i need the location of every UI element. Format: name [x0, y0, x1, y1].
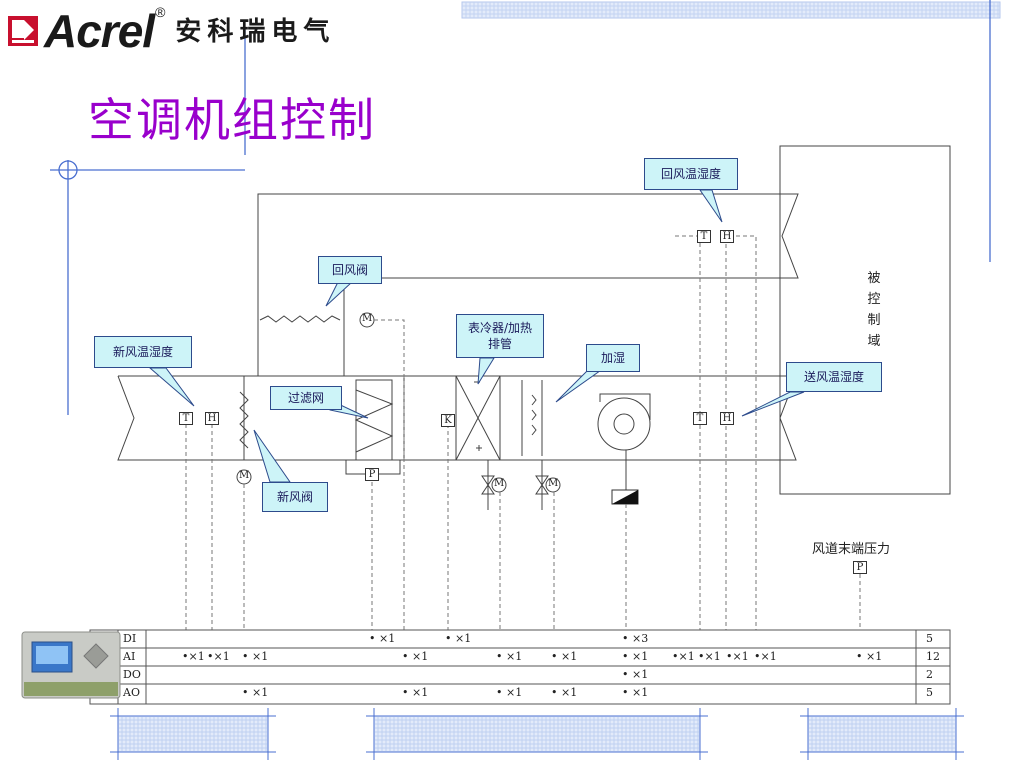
io-mark: • ×1	[496, 686, 523, 699]
callout-fresh-damper: 新风阀	[262, 482, 328, 512]
callout-return-temp-humidity: 回风温湿度	[644, 158, 738, 190]
fan-actuator	[611, 489, 639, 505]
brand-registered: ®	[155, 4, 166, 20]
io-row-ao: AO	[123, 686, 140, 699]
fresh-damper-motor: M	[239, 470, 250, 481]
zone-char: 被	[867, 271, 881, 286]
signal-lines	[185, 235, 861, 700]
zone-char: 域	[867, 334, 881, 349]
motor-circles	[236, 312, 561, 493]
duct-pressure-sensor: P	[853, 561, 867, 574]
coil-sensor: K	[441, 414, 455, 427]
io-mark: •×1	[207, 650, 230, 663]
callout-fresh-temp-humidity: 新风温湿度	[94, 336, 192, 368]
io-table	[89, 629, 951, 705]
io-row-do: DO	[123, 668, 141, 681]
callout-supply-temp-humidity: 送风温湿度	[786, 362, 882, 392]
page-title: 空调机组控制	[88, 93, 376, 147]
return-damper-blades	[259, 315, 341, 323]
supply-temp-sensor: T	[693, 412, 707, 425]
bottom-grid-left	[110, 708, 276, 760]
controller-device	[21, 631, 121, 699]
io-mark: • ×1	[856, 650, 883, 663]
io-mark: • ×3	[622, 632, 649, 645]
acrel-logo-icon	[8, 16, 38, 46]
humidifier-symbol	[521, 380, 543, 456]
io-mark: • ×1	[622, 668, 649, 681]
zone-char: 制	[867, 313, 881, 328]
callout-return-damper: 回风阀	[318, 256, 382, 284]
io-mark: • ×1	[622, 650, 649, 663]
decor-lines	[50, 0, 991, 415]
zone-char: 控	[867, 292, 881, 307]
io-mark: • ×1	[622, 686, 649, 699]
supply-humidity-sensor: H	[720, 412, 734, 425]
io-mark: •×1	[698, 650, 721, 663]
io-mark: •×1	[754, 650, 777, 663]
bottom-grid-middle	[366, 708, 708, 760]
coil-symbol	[455, 375, 501, 461]
io-mark: •×1	[672, 650, 695, 663]
io-mark: • ×1	[402, 686, 429, 699]
io-total-di: 5	[926, 632, 933, 645]
filter-symbol	[345, 379, 401, 475]
valves	[481, 450, 627, 510]
duct-end-pressure-label: 风道末端压力	[812, 542, 891, 557]
io-row-di: DI	[123, 632, 137, 645]
brand-name: Acrel	[44, 5, 155, 57]
fan-symbol	[597, 393, 651, 451]
io-mark: • ×1	[402, 650, 429, 663]
io-row-ai: AI	[123, 650, 136, 663]
io-mark: • ×1	[551, 650, 578, 663]
io-mark: • ×1	[369, 632, 396, 645]
header-pattern	[461, 1, 1001, 19]
humidifier-valve-motor: M	[548, 478, 559, 489]
brand-name-cn: 安科瑞电气	[175, 17, 336, 47]
fresh-humidity-sensor: H	[205, 412, 219, 425]
bottom-grid-right	[800, 708, 964, 760]
fresh-temp-sensor: T	[179, 412, 193, 425]
io-total-do: 2	[926, 668, 933, 681]
coil-valve-motor: M	[494, 478, 505, 489]
io-total-ai: 12	[926, 650, 940, 663]
return-damper-motor: M	[362, 313, 373, 324]
io-mark: • ×1	[496, 650, 523, 663]
filter-pressure-sensor: P	[365, 468, 379, 481]
return-humidity-sensor: H	[720, 230, 734, 243]
io-mark: •×1	[182, 650, 205, 663]
io-total-ao: 5	[926, 686, 933, 699]
io-mark: •×1	[726, 650, 749, 663]
io-mark: • ×1	[445, 632, 472, 645]
io-mark: • ×1	[551, 686, 578, 699]
brand-logo: Acrel ® 安科瑞电气	[8, 2, 335, 54]
return-temp-sensor: T	[697, 230, 711, 243]
controlled-zone-label: 被 控 制 域	[866, 268, 882, 352]
callout-filter: 过滤网	[270, 386, 342, 410]
callout-humidify: 加湿	[586, 344, 640, 372]
io-mark: • ×1	[242, 686, 269, 699]
fresh-damper-blades	[239, 391, 249, 449]
controlled-zone-box	[779, 145, 951, 495]
callout-coil: 表冷器/加热排管	[456, 314, 544, 358]
io-mark: • ×1	[242, 650, 269, 663]
